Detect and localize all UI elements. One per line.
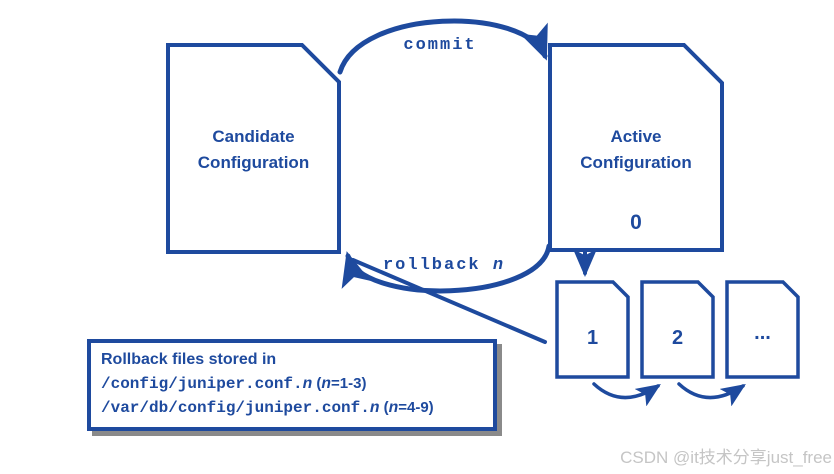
callout-file2-path: /var/db/config/juniper.conf. (101, 399, 370, 417)
active-doc-label-line1: Active (610, 127, 662, 146)
callout-title: Rollback files stored in (101, 351, 277, 368)
active-doc-shape (548, 43, 724, 252)
candidate-doc-label-line2: Configuration (197, 153, 310, 172)
callout-file2-var: n (369, 399, 380, 417)
watermark: CSDN @it技术分享just_free (620, 448, 832, 467)
rollback-file3-number: ... (754, 322, 771, 344)
rollback-label-text: rollback (382, 256, 493, 275)
file1-to-file2-arrow (592, 382, 661, 407)
callout-file1-var: n (302, 375, 313, 393)
callout-file1-path: /config/juniper.conf. (101, 375, 303, 393)
file2-to-file3-arrow (677, 382, 746, 407)
commit-arrow (337, 18, 548, 75)
rollback-label-var: n (492, 256, 506, 275)
candidate-doc-shape (166, 43, 341, 254)
candidate-doc-label-line1: Candidate (212, 127, 295, 146)
callout-file-path-1: /config/juniper.conf.n (n=1-3) (101, 372, 483, 396)
rollback-label: rollback n (344, 256, 544, 275)
callout-file2-range: =4-9) (398, 399, 434, 416)
rollback-file2-shape (640, 280, 715, 379)
callout-file1-paren: ( (312, 375, 322, 392)
candidate-doc-label: Candidate Configuration (168, 124, 339, 176)
callout-file-path-2: /var/db/config/juniper.conf.n (n=4-9) (101, 396, 483, 420)
rollback-arrow (341, 243, 552, 294)
active-doc-label-line2: Configuration (580, 153, 692, 172)
active-doc-label: Active Configuration (550, 124, 722, 176)
callout-file1-range: =1-3) (331, 375, 367, 392)
active-doc-number: 0 (630, 211, 642, 234)
rollback-file3-shape (725, 280, 800, 379)
rollback-file1-shape (555, 280, 630, 379)
rollback-files-callout: Rollback files stored in /config/juniper… (87, 339, 497, 431)
callout-file2-var2: n (388, 399, 399, 417)
callout-file2-paren: ( (379, 399, 389, 416)
callout-file1-var2: n (321, 375, 332, 393)
rollback-source-line (351, 258, 547, 344)
rollback-file2-number: 2 (671, 327, 684, 349)
commit-label: commit (403, 36, 477, 55)
rollback-file1-number: 1 (586, 327, 599, 349)
